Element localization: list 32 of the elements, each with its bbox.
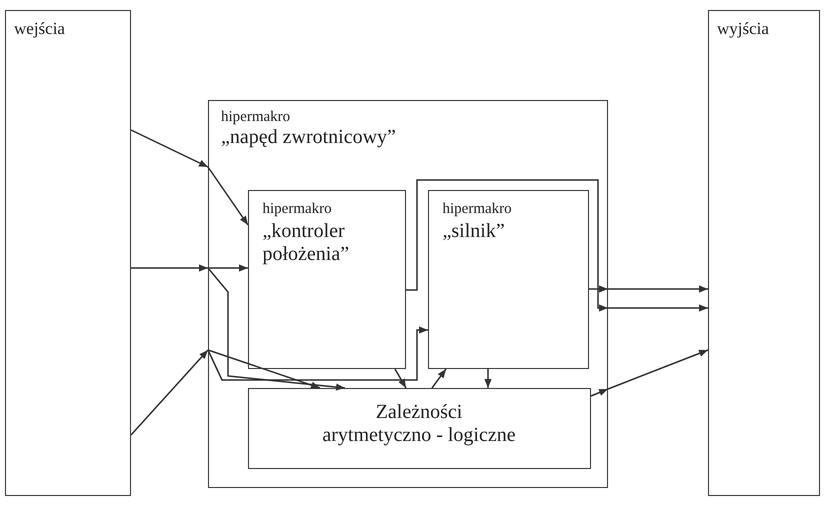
arrow [608, 285, 708, 293]
io-panel [708, 10, 820, 496]
module-type-label: hipermakro [262, 200, 333, 218]
module-name: wejścia [13, 18, 65, 39]
arrow [130, 350, 209, 436]
module-name: „silnik” [442, 218, 506, 243]
arrow [590, 388, 608, 397]
module-name: Zależności arytmetyczno - logiczne [321, 400, 517, 446]
arrow [484, 369, 492, 388]
arrow [608, 304, 708, 312]
module-box [248, 388, 590, 468]
io-panel [5, 10, 131, 496]
arrow [130, 129, 208, 168]
module-box [428, 190, 588, 368]
arrow [608, 349, 708, 390]
module-type-label: hipermakro [220, 108, 290, 126]
arrow [207, 326, 428, 381]
macro-box [208, 100, 608, 488]
arrow [208, 349, 320, 389]
arrow [207, 268, 346, 391]
module-type-label: hipermakro [442, 200, 513, 218]
arrow [131, 264, 208, 272]
module-box [248, 190, 406, 368]
arrow [406, 179, 608, 312]
module-name: „napęd zwrotnicowy” [220, 126, 396, 150]
arrow [394, 368, 407, 388]
arrow [589, 285, 608, 293]
module-name: „kontroler położenia” [262, 218, 350, 266]
module-name: wyjścia [716, 18, 769, 39]
arrow [208, 264, 248, 272]
arrow [207, 166, 249, 226]
arrow [431, 368, 447, 388]
